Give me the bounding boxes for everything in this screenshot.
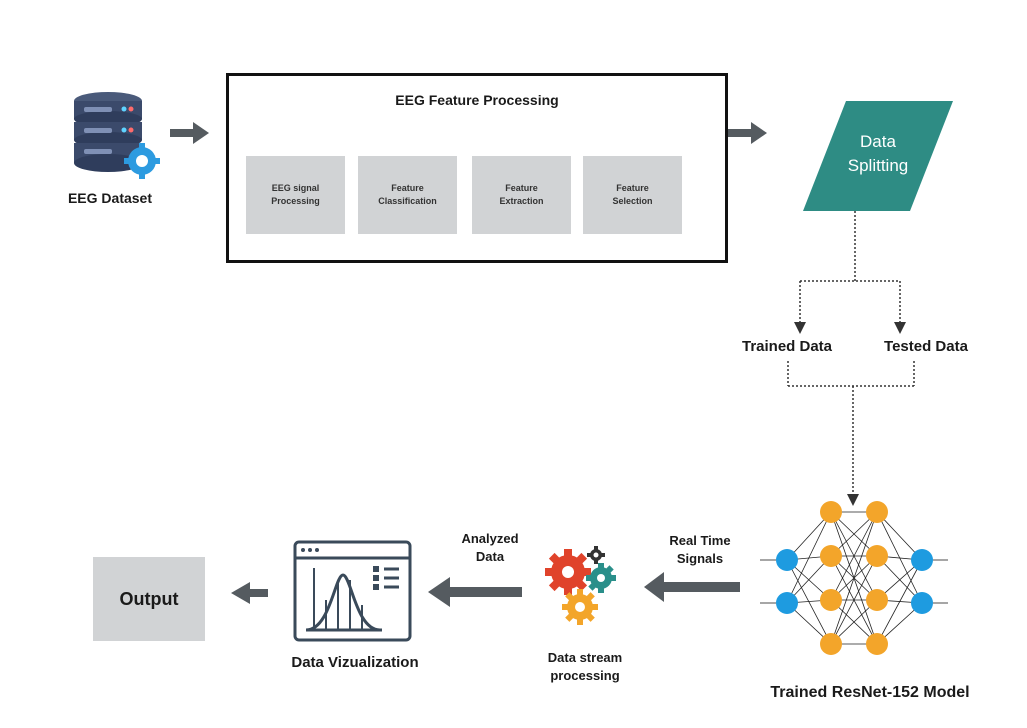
nn-hidden-node: [866, 633, 888, 655]
dataset-label: EEG Dataset: [67, 190, 153, 206]
nn-hidden-node: [866, 545, 888, 567]
nn-hidden-node: [820, 501, 842, 523]
output-box: Output: [93, 557, 205, 641]
nn-hidden-node: [866, 501, 888, 523]
nn-edge: [830, 511, 878, 645]
arrow-visualization-to-output: [231, 582, 268, 604]
database-icon: [74, 92, 142, 172]
nn-hidden-node: [820, 589, 842, 611]
arrow-model-to-stream: [644, 572, 740, 602]
data-splitting-shape: [803, 101, 953, 211]
nn-edge: [786, 511, 832, 604]
model-label: Trained ResNet-152 Model: [770, 684, 970, 701]
nn-hidden-node: [820, 545, 842, 567]
nn-edge: [830, 555, 878, 645]
gear-icon: [124, 143, 160, 179]
nn-io-node: [776, 549, 798, 571]
feature-processing-title: EEG Feature Processing: [395, 92, 559, 108]
nn-hidden-node: [866, 589, 888, 611]
nn-hidden-node: [820, 633, 842, 655]
trained-data-label: Trained Data: [741, 338, 833, 355]
nn-edge: [786, 559, 832, 645]
neural-network-icon: [760, 501, 948, 655]
window-dots-icon: [301, 548, 379, 590]
nn-edge: [876, 511, 923, 604]
nn-edge: [830, 511, 878, 601]
arrow-dataset-to-processing: [170, 122, 209, 144]
gears-icon: [545, 546, 616, 625]
visualization-label: Data Vizualization: [291, 654, 419, 671]
output-label: Output: [119, 588, 179, 609]
arrow-stream-to-visualization: [428, 577, 522, 607]
nn-io-node: [776, 592, 798, 614]
arrow-processing-to-splitting: [728, 122, 767, 144]
tested-data-label: Tested Data: [884, 338, 968, 355]
nn-edge: [876, 559, 923, 645]
visualization-window-icon: [293, 540, 412, 642]
split-connectors: [787, 211, 915, 506]
nn-io-node: [911, 549, 933, 571]
nn-io-node: [911, 592, 933, 614]
